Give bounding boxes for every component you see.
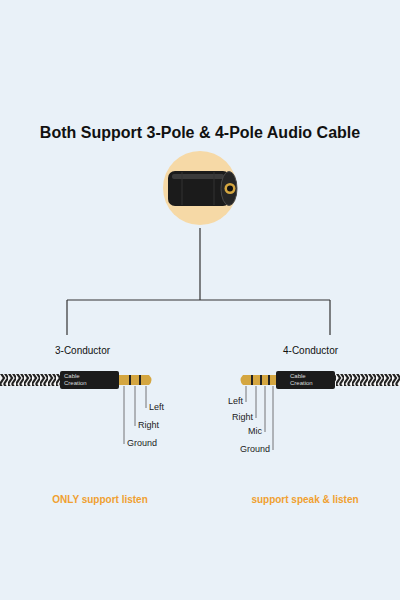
pin-label: Left: [228, 396, 243, 406]
leader-lines: [124, 386, 146, 444]
brand-text: Cable Creation: [64, 373, 98, 386]
cable-4-conductor: [241, 371, 400, 389]
pin-label: Right: [232, 412, 253, 422]
pin-label: Ground: [240, 444, 270, 454]
conductor-title: 3-Conductor: [55, 345, 110, 357]
highlight-circle: [163, 151, 237, 225]
pin-label: Mic: [248, 426, 262, 436]
support-note: support speak & listen: [251, 494, 358, 506]
pin-label: Left: [149, 402, 164, 412]
pin-label: Ground: [127, 438, 157, 448]
brand-text: Cable Creation: [290, 373, 324, 386]
branch-lines: [67, 228, 330, 335]
support-note: ONLY support listen: [52, 494, 148, 506]
title: Both Support 3-Pole & 4-Pole Audio Cable: [0, 124, 400, 142]
conductor-title: 4-Conductor: [283, 345, 338, 357]
adapter-illustration: [168, 171, 237, 206]
pin-label: Right: [138, 420, 159, 430]
cable-3-conductor: [0, 371, 152, 389]
